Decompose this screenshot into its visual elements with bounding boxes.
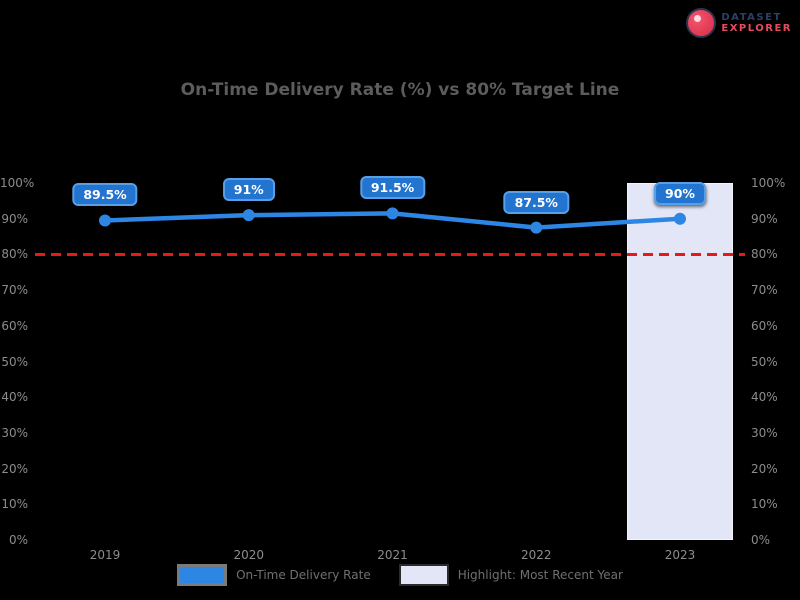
y-tick-left: 80%: [1, 247, 28, 262]
y-tick-right: 100%: [751, 176, 786, 190]
brand-logo: DATASET EXPLORER: [686, 8, 792, 38]
legend: On-Time Delivery Rate Highlight: Most Re…: [0, 564, 800, 586]
y-tick-right: 40%: [751, 390, 778, 405]
data-point-2020: [242, 209, 255, 222]
y-tick-right: 90%: [751, 211, 778, 226]
data-label-2019: 89.5%: [72, 183, 138, 207]
x-tick-2020: 2020: [233, 548, 265, 562]
x-tick-2022: 2022: [520, 548, 552, 562]
x-tick-2023: 2023: [664, 548, 696, 562]
legend-swatch-band: [398, 564, 449, 586]
data-label-2022: 87.5%: [503, 190, 569, 214]
y-axis-right: 100% 90% 80% 70% 60% 50% 40% 30% 20% 10% 0%: [751, 176, 797, 547]
y-tick-left: 30%: [1, 425, 28, 440]
legend-swatch-line: [177, 564, 228, 586]
data-label-2021: 91.5%: [359, 176, 426, 200]
brand-logo-line1: DATASET: [721, 12, 782, 23]
plot-area: 89.5% 91% 91.5% 87.5% 90%: [35, 176, 745, 540]
line-series: [99, 207, 686, 234]
y-tick-left: 60%: [1, 318, 28, 333]
legend-item-series: On-Time Delivery Rate: [177, 564, 371, 586]
x-tick-2019: 2019: [89, 548, 121, 562]
y-tick-right: 0%: [751, 533, 771, 547]
y-tick-right: 70%: [751, 283, 778, 298]
y-tick-right: 10%: [751, 497, 778, 512]
brand-logo-line2: EXPLORER: [721, 23, 792, 34]
y-tick-left: 0%: [8, 533, 28, 547]
target-dashed-line: [35, 253, 745, 257]
legend-label-series: On-Time Delivery Rate: [236, 568, 371, 582]
y-tick-right: 20%: [751, 461, 778, 476]
chart-title: On-Time Delivery Rate (%) vs 80% Target …: [180, 80, 620, 100]
data-point-2019: [99, 214, 111, 227]
data-point-2021: [386, 207, 399, 220]
y-tick-left: 50%: [1, 354, 28, 369]
legend-label-highlight: Highlight: Most Recent Year: [457, 568, 623, 582]
y-tick-right: 30%: [751, 425, 778, 440]
data-point-2022: [530, 221, 543, 234]
y-tick-left: 100%: [0, 176, 35, 190]
y-tick-left: 10%: [1, 497, 28, 512]
y-tick-right: 60%: [751, 318, 778, 333]
y-tick-left: 20%: [1, 461, 28, 476]
data-label-2023: 90%: [654, 181, 706, 205]
brand-logo-icon: [686, 8, 717, 38]
data-label-2020: 91%: [222, 178, 275, 202]
y-tick-left: 40%: [1, 390, 28, 405]
y-tick-left: 90%: [1, 211, 28, 226]
highlight-band: [627, 183, 733, 540]
legend-item-highlight: Highlight: Most Recent Year: [398, 564, 623, 586]
y-tick-right: 50%: [751, 354, 778, 369]
y-axis-left: 100% 90% 80% 70% 60% 50% 40% 30% 20% 10% 0%: [0, 176, 34, 547]
data-point-2023: [674, 212, 686, 225]
x-tick-2021: 2021: [377, 548, 408, 562]
y-tick-left: 70%: [1, 283, 28, 298]
y-tick-right: 80%: [751, 247, 778, 262]
